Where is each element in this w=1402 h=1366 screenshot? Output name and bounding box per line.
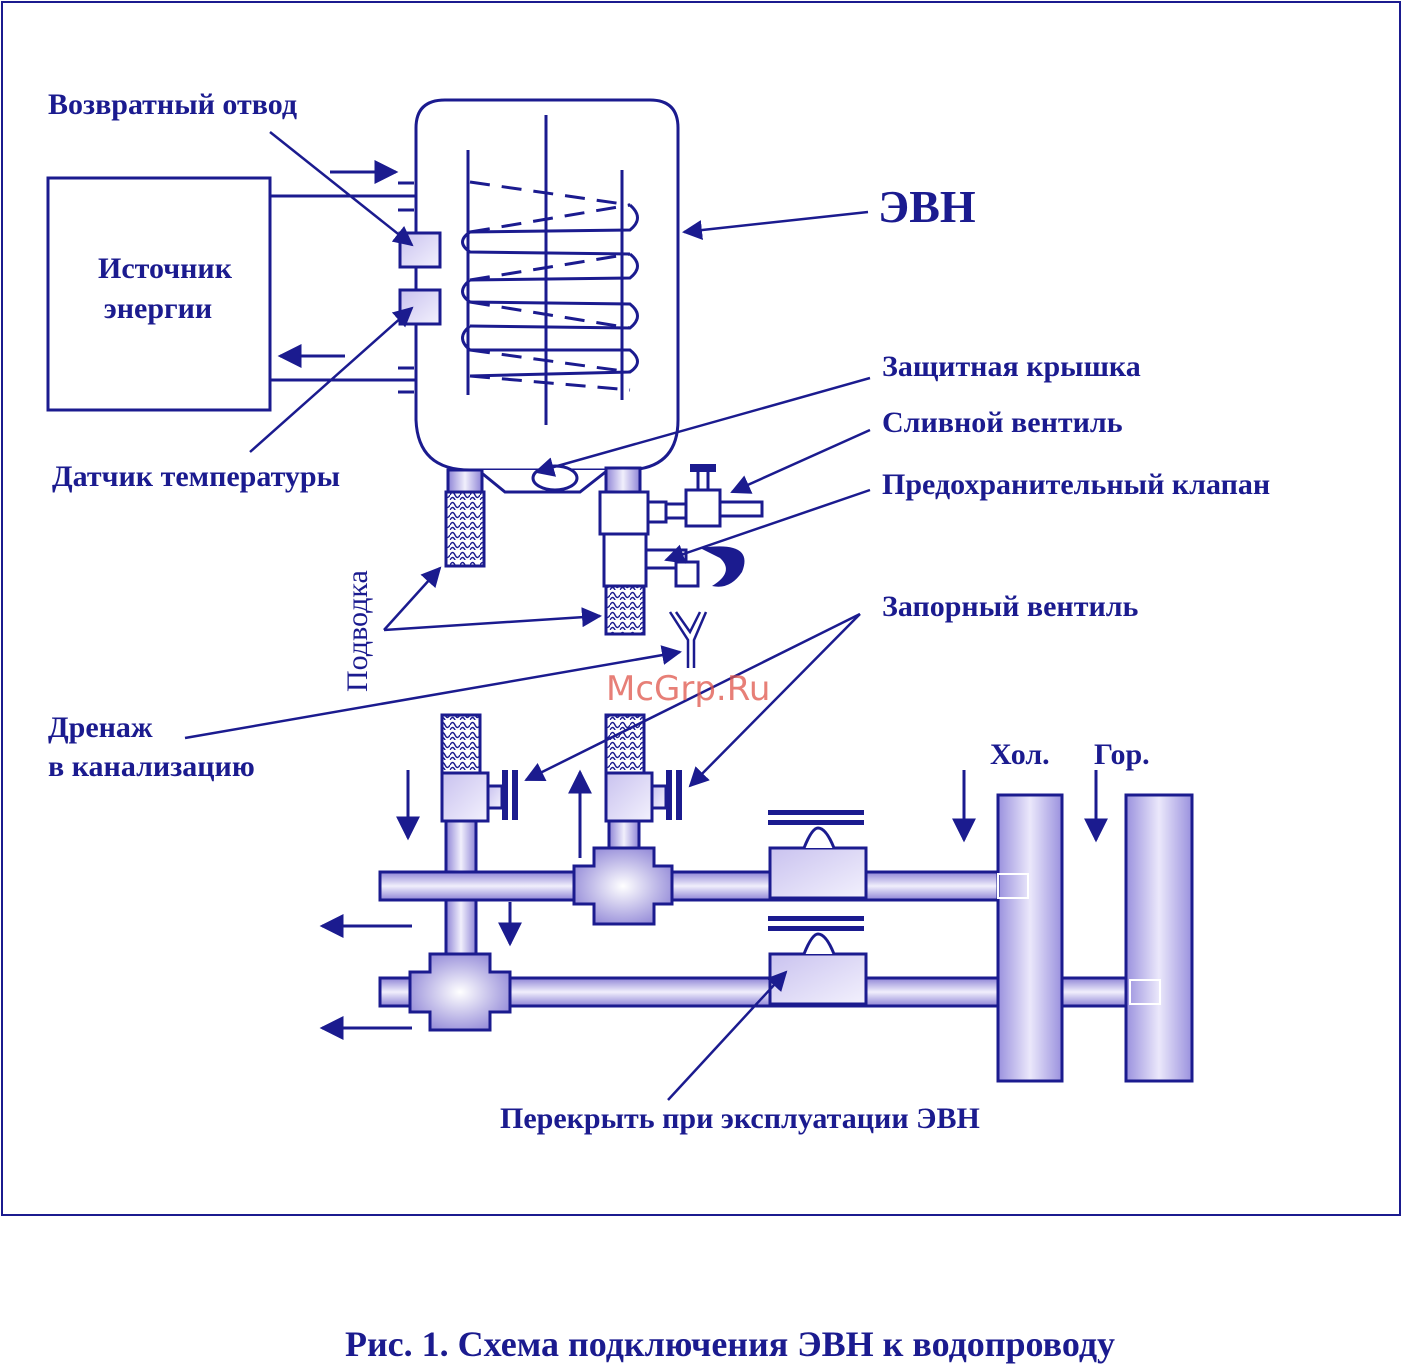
temperature-sensor xyxy=(400,290,440,324)
drain-valve xyxy=(686,490,720,526)
hot-water-riser xyxy=(1126,795,1192,1081)
protective-cover xyxy=(533,466,577,490)
lower-hoses xyxy=(442,715,644,773)
watermark: McGrp.Ru xyxy=(606,669,770,709)
figure-caption: Рис. 1. Схема подключения ЭВН к водопров… xyxy=(345,1324,1115,1364)
energy-source-label-2: энергии xyxy=(104,292,212,325)
label-shutoff-valve: Запорный вентиль xyxy=(882,590,1139,623)
label-protective-cover: Защитная крышка xyxy=(882,350,1141,383)
drain-funnel xyxy=(670,612,706,668)
label-temp-sensor: Датчик температуры xyxy=(52,460,340,493)
right-supply-hose xyxy=(606,586,644,634)
label-evn: ЭВН xyxy=(878,181,976,232)
safety-valve xyxy=(604,534,646,586)
energy-source-label-1: Источник xyxy=(98,252,233,285)
lower-bypass-valve xyxy=(768,916,866,1004)
label-drain-valve: Сливной вентиль xyxy=(882,406,1123,439)
lower-cross-fitting xyxy=(410,954,510,1030)
cold-water-riser xyxy=(998,795,1062,1081)
label-safety-valve: Предохранительный клапан xyxy=(882,468,1270,501)
return-outlet-sensor xyxy=(400,233,440,267)
label-cold: Хол. xyxy=(990,738,1050,771)
energy-source: Источник энергии xyxy=(48,178,270,410)
left-supply-hose xyxy=(446,492,484,566)
upper-cross-fitting xyxy=(574,848,672,924)
valve-assembly xyxy=(600,464,762,668)
label-close-during-operation: Перекрыть при эксплуатации ЭВН xyxy=(500,1102,980,1135)
right-shutoff-valve-body xyxy=(606,773,652,821)
left-shutoff-valve-body xyxy=(442,773,488,821)
label-supply: Подводка xyxy=(341,570,374,692)
plumbing-pipes xyxy=(380,770,1192,1081)
water-heater-tank xyxy=(400,100,678,492)
label-hot: Гор. xyxy=(1094,738,1150,771)
label-return-outlet: Возвратный отвод xyxy=(48,88,297,121)
label-drainage-2: в канализацию xyxy=(48,750,255,783)
label-drainage-1: Дренаж xyxy=(48,711,153,744)
upper-bypass-valve xyxy=(768,810,866,898)
